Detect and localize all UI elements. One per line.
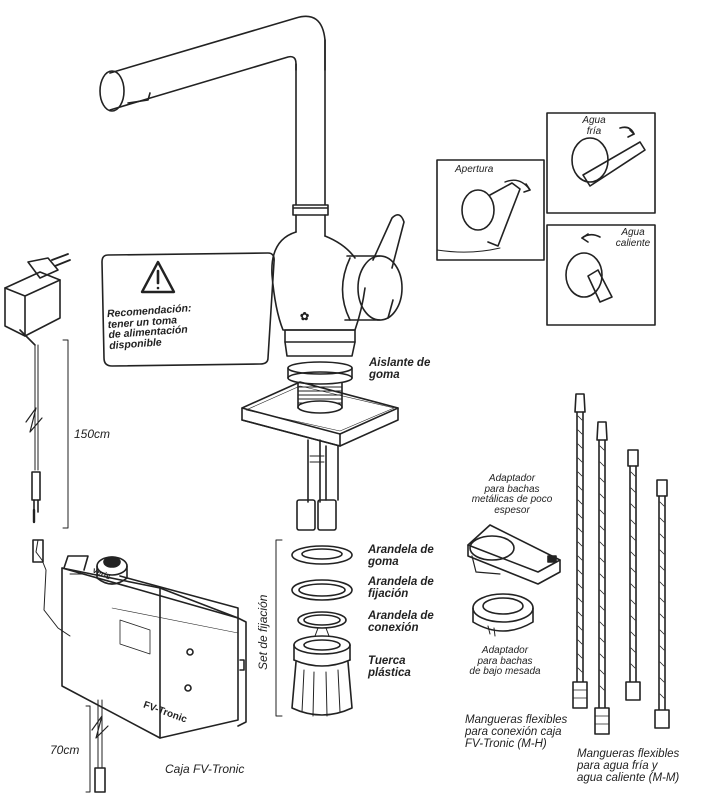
washer-fijacion xyxy=(291,579,353,601)
label-mangueras-mh: Mangueras flexibles para conexión caja F… xyxy=(465,714,567,750)
control-box xyxy=(61,555,247,739)
label-line: para bachas xyxy=(484,483,540,495)
plastic-nut xyxy=(291,627,353,717)
label-tuerca: Tuerca plástica xyxy=(368,655,411,679)
power-cable xyxy=(25,339,69,529)
fixing-set xyxy=(275,539,353,717)
label-line: Agua xyxy=(582,115,606,126)
countertop xyxy=(241,381,399,531)
power-adapter xyxy=(4,253,71,346)
label-line: fijación xyxy=(368,588,409,601)
power-cable-length: 150cm xyxy=(74,427,111,441)
label-line: Adaptador xyxy=(488,473,536,484)
label-line: plástica xyxy=(368,667,411,680)
detail-agua-caliente xyxy=(546,224,656,326)
label-line: Agua xyxy=(621,227,645,238)
label-line: Mangueras flexibles xyxy=(577,748,680,760)
flexible-hoses xyxy=(572,393,670,735)
label-line: para conexión caja xyxy=(465,726,562,739)
hose-4 xyxy=(654,479,670,729)
detail-agua-fria xyxy=(546,112,656,214)
label-line: espesor xyxy=(494,504,530,516)
detail-apertura xyxy=(436,159,545,261)
adapter-under xyxy=(472,593,534,637)
label-mangueras-mm: Mangueras flexibles para agua fría y agu… xyxy=(577,748,679,784)
washer-goma xyxy=(291,545,353,565)
label-agua-fria: Agua fría xyxy=(574,115,614,137)
label-arandela-goma: Arandela de goma xyxy=(368,544,434,568)
label-line: Mangueras flexibles xyxy=(465,714,568,726)
label-line: fría xyxy=(586,125,602,137)
warning-text: Recomendación: tener un toma de alimenta… xyxy=(107,301,228,351)
label-line: de bajo mesada xyxy=(469,666,541,677)
hose-1 xyxy=(572,393,588,709)
box-caption: Caja FV-Tronic xyxy=(165,762,245,776)
label-line: Tuerca xyxy=(368,655,406,667)
label-line: Arandela de xyxy=(368,576,434,588)
label-line: para bachas xyxy=(477,655,533,667)
sensor-cable-length: 70cm xyxy=(50,743,80,757)
label-adaptador-delgado: Adaptador para bachas metálicas de poco … xyxy=(462,473,562,516)
box-cable xyxy=(32,539,109,793)
label-line: Adaptador xyxy=(481,645,529,656)
label-line: goma xyxy=(369,369,400,382)
label-line: Aislante de xyxy=(369,357,431,369)
svg-text:✿: ✿ xyxy=(300,311,309,323)
label-line: agua caliente (M-M) xyxy=(577,772,680,785)
label-line: Arandela de xyxy=(368,544,434,556)
label-apertura: Apertura xyxy=(455,164,494,175)
label-set-fijacion-rotated: Set de fijación xyxy=(256,594,270,670)
label-agua-caliente: Agua caliente xyxy=(610,227,656,249)
label-arandela-conexion: Arandela de conexión xyxy=(368,610,434,634)
label-adaptador-bajo: Adaptador para bachas de bajo mesada xyxy=(455,645,555,678)
label-line: metálicas de poco xyxy=(471,494,553,505)
faucet: ✿ xyxy=(99,15,405,409)
hose-3 xyxy=(625,449,641,701)
warning-box xyxy=(101,252,275,367)
label-line: conexión xyxy=(368,622,419,635)
label-line: FV-Tronic (M-H) xyxy=(465,738,547,751)
label-arandela-fijacion: Arandela de fijación xyxy=(368,576,434,600)
label-line: goma xyxy=(368,556,399,569)
hose-2 xyxy=(594,421,610,735)
label-line: caliente xyxy=(615,237,651,249)
label-line: para agua fría y xyxy=(577,760,658,773)
warning-icon xyxy=(140,260,176,294)
label-line: Arandela de xyxy=(368,610,434,622)
label-aislante: Aislante de goma xyxy=(369,357,430,381)
adapter-thin xyxy=(467,524,561,585)
